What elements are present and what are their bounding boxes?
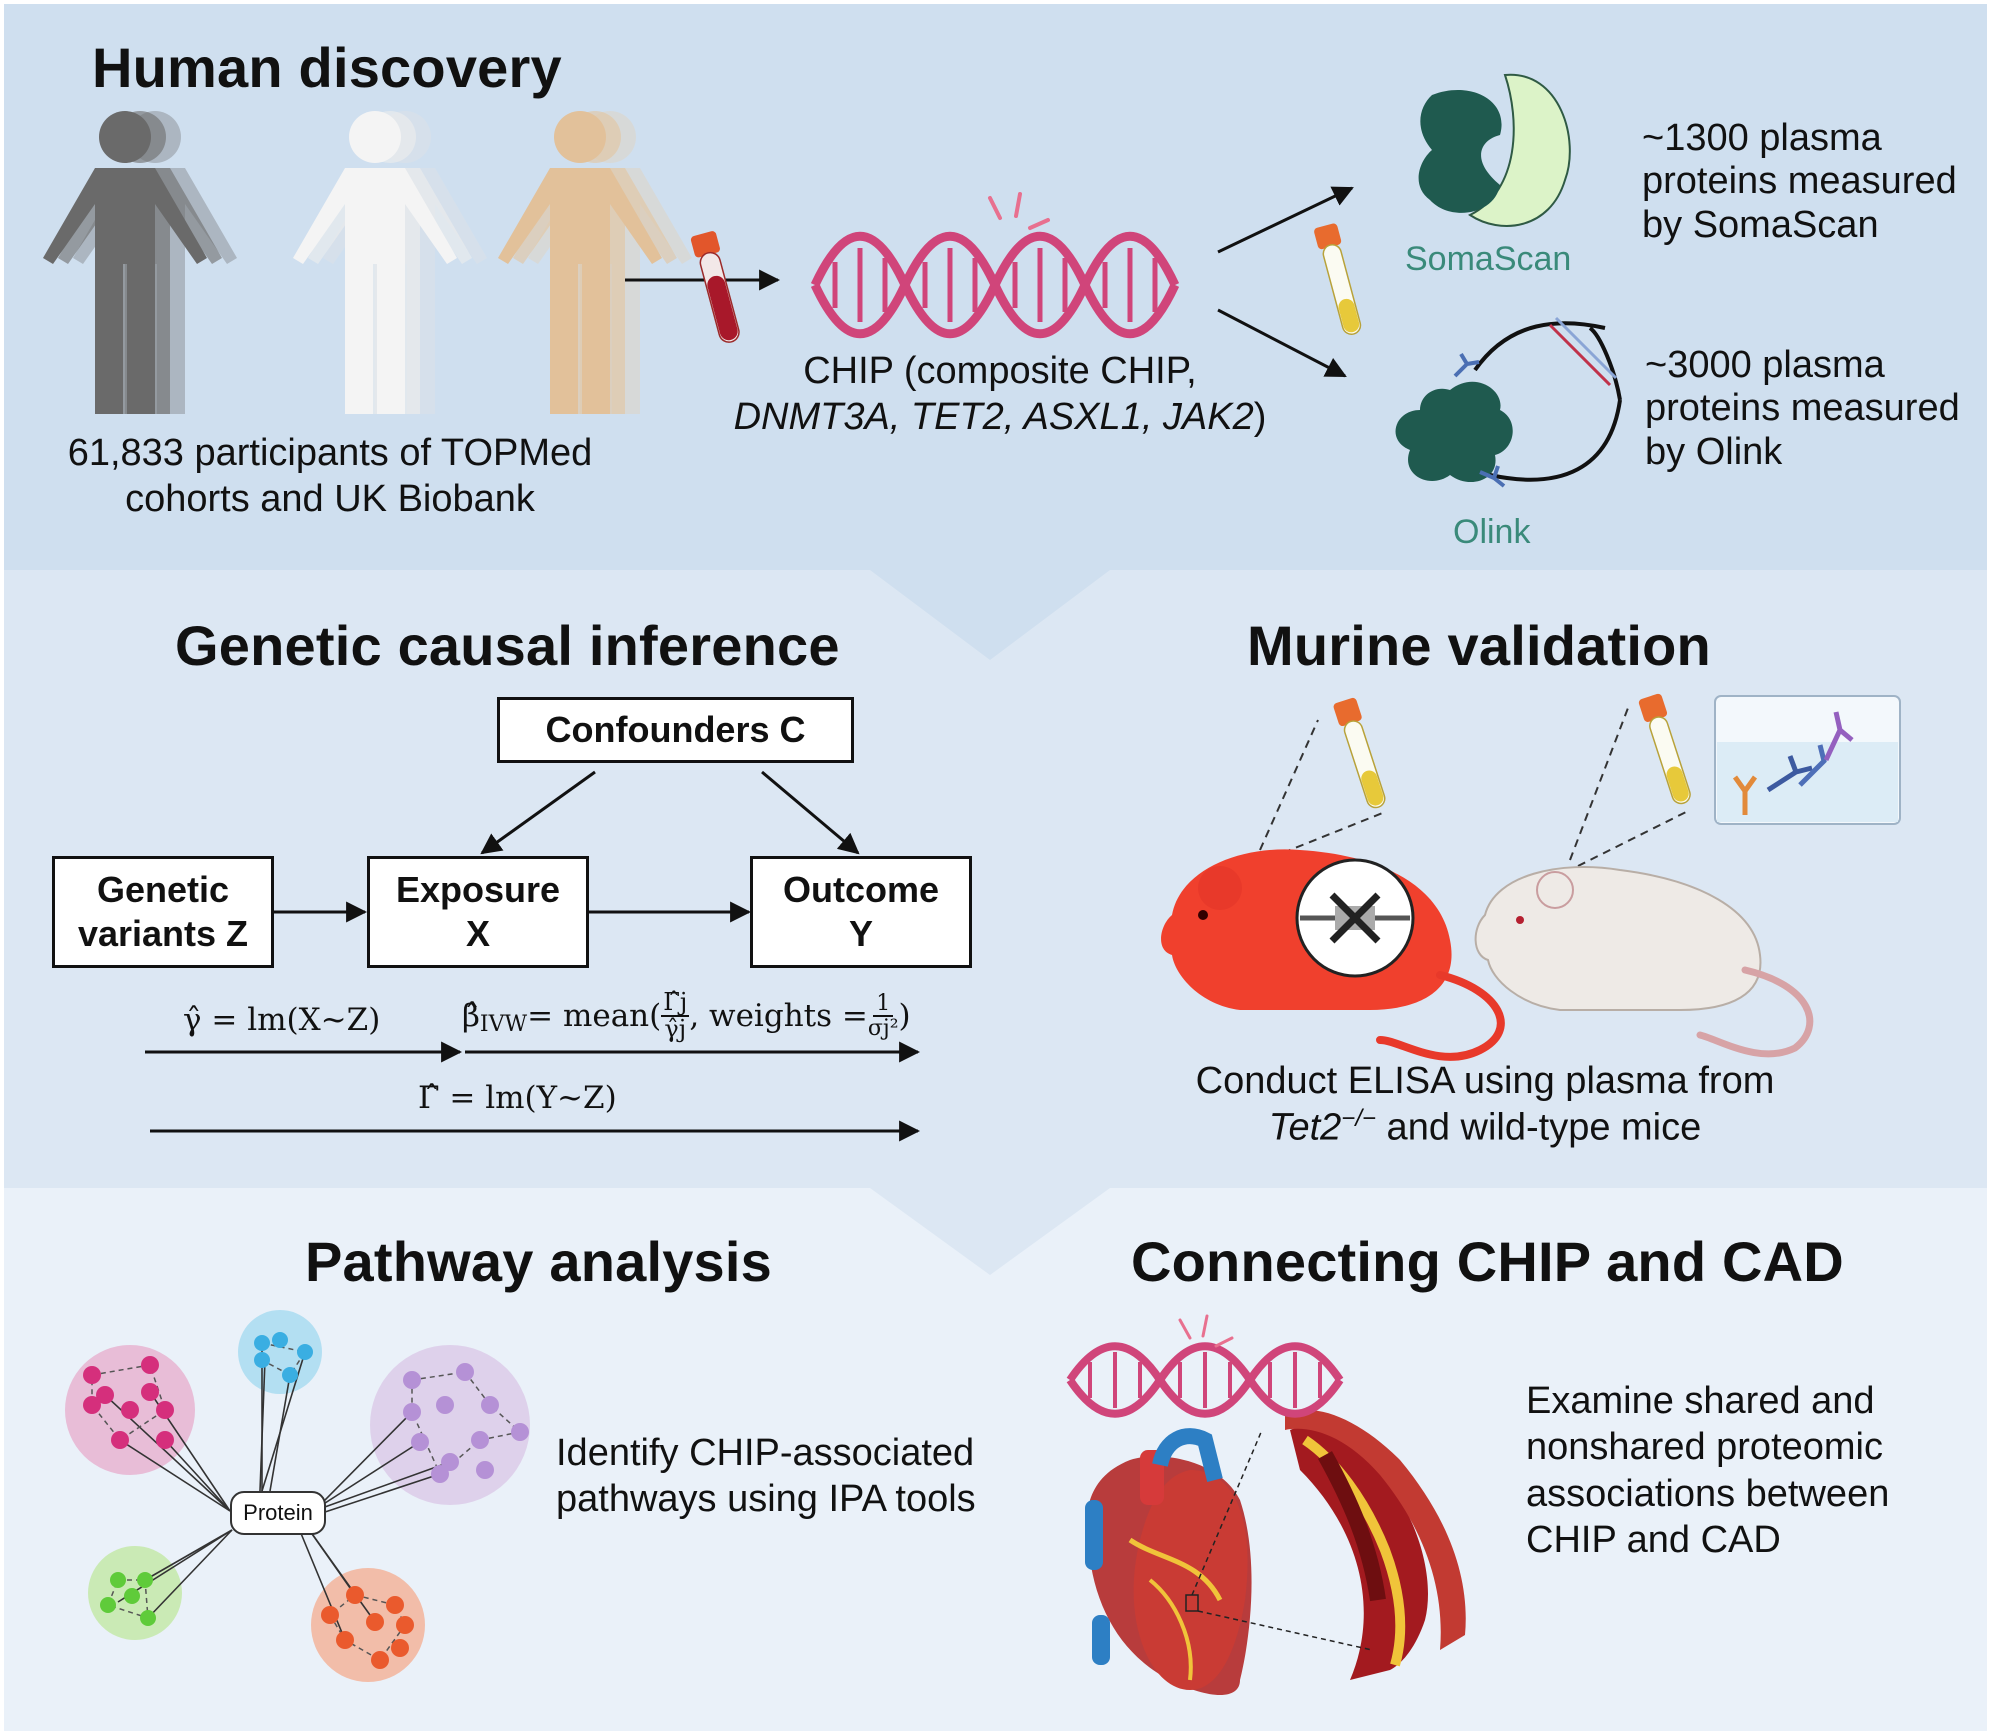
box-confounders: Confounders C: [497, 697, 854, 763]
exposure-line-2: X: [465, 913, 490, 954]
mouse-tubes-and-dish: [1259, 693, 1901, 867]
box-exposure: Exposure X: [367, 856, 589, 968]
participants-text: 61,833 participants of TOPMed cohorts an…: [40, 430, 620, 523]
heart-artery-icon: [1066, 1314, 1466, 1695]
arrow-confounders-to-exposure: [480, 770, 596, 855]
olink-label: Olink: [1453, 513, 1531, 551]
people-silhouettes: [43, 111, 692, 414]
blood-tube-icon: [690, 231, 740, 343]
eq-weight-numerator: 1: [873, 992, 894, 1018]
chip-line-2: DNMT3A, TET2, ASXL1, JAK2): [690, 394, 1310, 440]
eq-beta-close: ): [898, 998, 911, 1035]
participants-line-1: 61,833 participants of TOPMed: [67, 432, 593, 474]
eq-weight-denominator: σj²: [867, 1016, 899, 1042]
eq-weight-fraction: 1 σj²: [868, 992, 899, 1040]
equation-gamma-hat: γ̂ = lm(X~Z): [183, 1002, 381, 1038]
arrow-confounders-to-outcome: [761, 770, 860, 855]
olink-desc-line-1: ~3000 plasma: [1645, 344, 1885, 386]
dna-helix-icon: [810, 192, 1180, 339]
somascan-description: ~1300 plasma proteins measured by SomaSc…: [1642, 117, 1957, 247]
pathway-description: Identify CHIP-associated pathways using …: [556, 1430, 976, 1523]
box-genetic-variants: Genetic variants Z: [52, 856, 274, 968]
eq-beta-weights: , weights =: [689, 998, 868, 1035]
eq-beta-numerator: Γ̂j: [661, 988, 690, 1018]
somascan-desc-line-1: ~1300 plasma: [1642, 117, 1882, 159]
tet2-knockout-mouse-icon: [1161, 849, 1505, 1061]
arrow-to-somascan: [1217, 186, 1354, 254]
protein-node: Protein: [230, 1491, 326, 1535]
murine-desc-line-1: Conduct ELISA using plasma from: [1195, 1060, 1775, 1102]
protein-label: Protein: [243, 1500, 313, 1525]
connecting-desc-line-1: Examine shared and: [1526, 1380, 1875, 1422]
equation-beta-ivw: β̂ IVW = mean( Γ̂j γ̂j , weights = 1 σj²…: [462, 988, 911, 1044]
olink-desc-line-2: proteins measured: [1645, 387, 1960, 430]
confounders-label: Confounders C: [545, 709, 806, 751]
title-pathway-analysis: Pathway analysis: [305, 1230, 773, 1293]
murine-description: Conduct ELISA using plasma from Tet2−/− …: [1150, 1058, 1820, 1151]
eq-beta-mean: = mean(: [527, 998, 662, 1035]
somascan-label: SomaScan: [1405, 240, 1572, 278]
connecting-desc-line-3: associations between: [1526, 1472, 1890, 1515]
title-connecting-chip-cad: Connecting CHIP and CAD: [1131, 1230, 1844, 1293]
title-human-discovery: Human discovery: [92, 36, 562, 99]
eq-beta-symbol: β̂: [462, 998, 480, 1035]
genetic-line-1: Genetic: [96, 869, 230, 911]
somascan-protein-icon: [1418, 73, 1571, 227]
title-murine-validation: Murine validation: [1247, 614, 1711, 677]
chip-close-paren: ): [1253, 396, 1267, 439]
outcome-line-2: Y: [848, 913, 873, 954]
genetic-line-2: variants Z: [77, 913, 249, 954]
oligo-ladder: [1548, 316, 1618, 387]
olink-description: ~3000 plasma proteins measured by Olink: [1645, 344, 1960, 474]
pathway-desc-line-2: pathways using IPA tools: [556, 1478, 976, 1521]
title-genetic-causal-inference: Genetic causal inference: [175, 614, 840, 677]
olink-desc-line-3: by Olink: [1645, 430, 1783, 473]
murine-gene: Tet2: [1268, 1107, 1342, 1150]
participants-line-2: cohorts and UK Biobank: [125, 478, 535, 521]
arrow-to-olink: [1217, 308, 1347, 378]
connecting-description: Examine shared and nonshared proteomic a…: [1526, 1378, 1889, 1563]
chip-genes: DNMT3A, TET2, ASXL1, JAK2: [733, 396, 1254, 439]
plasma-tube-icon: [1314, 223, 1362, 335]
exposure-line-1: Exposure: [395, 869, 561, 911]
murine-desc-rest: and wild-type mice: [1376, 1107, 1702, 1150]
connecting-desc-line-2: nonshared proteomic: [1526, 1426, 1883, 1469]
panel-notch-1: [870, 570, 1110, 660]
eq-beta-fraction: Γ̂j γ̂j: [661, 988, 690, 1044]
somascan-desc-line-2: proteins measured: [1642, 160, 1957, 203]
chip-text: CHIP (composite CHIP, DNMT3A, TET2, ASXL…: [690, 348, 1310, 441]
olink-protein-icon: [1395, 316, 1622, 488]
panel-notch-2: [870, 1188, 1110, 1275]
murine-genotype: −/−: [1341, 1105, 1376, 1133]
chip-line-1: CHIP (composite CHIP,: [803, 350, 1197, 392]
eq-beta-subscript: IVW: [479, 1011, 528, 1037]
equation-Gamma-hat: Γ̂ = lm(Y~Z): [418, 1080, 617, 1116]
connecting-desc-line-4: CHIP and CAD: [1526, 1519, 1781, 1562]
wild-type-mouse-icon: [1474, 866, 1814, 1058]
pathway-network-icon: [65, 1310, 530, 1682]
outcome-line-1: Outcome: [782, 869, 940, 911]
pathway-desc-line-1: Identify CHIP-associated: [556, 1432, 975, 1474]
eq-beta-denominator: γ̂j: [664, 1015, 687, 1044]
murine-desc-line-2: Tet2−/− and wild-type mice: [1150, 1104, 1820, 1151]
box-outcome: Outcome Y: [750, 856, 972, 968]
elisa-well-icon: [1714, 695, 1901, 825]
somascan-desc-line-3: by SomaScan: [1642, 203, 1879, 246]
